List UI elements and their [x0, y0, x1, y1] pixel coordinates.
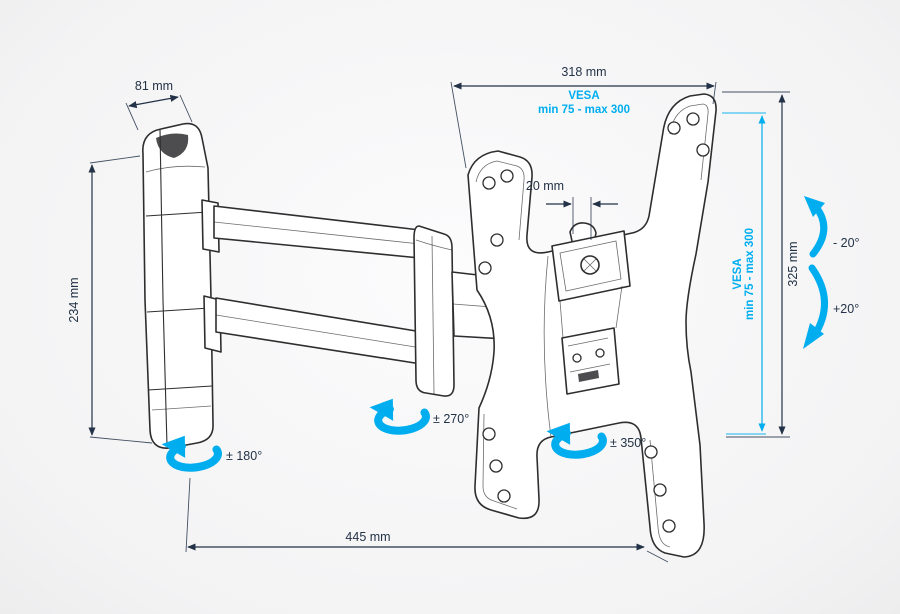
- wall-plate-height-label: 234 mm: [67, 277, 81, 322]
- plate-width-label: 318 mm: [561, 65, 606, 79]
- surface-detail-lines: [475, 103, 709, 548]
- mounting-hole: [662, 519, 676, 533]
- dim-reach: 445 mm: [185, 477, 669, 563]
- tilt-down-label: +20°: [833, 302, 859, 316]
- swivel-elbow-arrow: [369, 395, 427, 433]
- bracket-hole: [572, 353, 582, 363]
- bracket-hole: [595, 348, 605, 358]
- plate-height-label: 325 mm: [786, 241, 800, 286]
- arm-upper-link: [213, 205, 421, 259]
- tilt-head-bracket: [551, 230, 631, 302]
- swivel-base-label: ± 180°: [226, 449, 262, 463]
- mounting-hole: [497, 489, 511, 503]
- wall-plate: [142, 122, 222, 449]
- swivel-plate-label: ± 350°: [610, 436, 646, 450]
- elbow-joint: [413, 225, 455, 397]
- dim-arm-depth: 81 mm: [125, 79, 193, 131]
- bracket-slot: [578, 370, 599, 382]
- vesa-height-label-2: min 75 - max 300: [744, 228, 756, 320]
- mounting-hole: [482, 176, 496, 190]
- mounting-hole: [478, 261, 492, 275]
- reach-label: 445 mm: [345, 530, 390, 544]
- dim-plate-height: 325 mm: [722, 91, 800, 438]
- dim-vesa-height: VESA min 75 - max 300: [722, 112, 766, 435]
- center-offset-label: 20 mm: [526, 179, 564, 193]
- wall-plate-slot: [156, 133, 189, 158]
- mounting-hole: [482, 427, 496, 441]
- lower-bracket: [561, 327, 620, 395]
- mounting-hole: [644, 445, 658, 459]
- vesa-height-label-1: VESA: [732, 258, 744, 289]
- mounting-hole: [686, 112, 700, 126]
- mounting-hole: [696, 143, 710, 157]
- mounting-hole: [489, 459, 503, 473]
- arm-lower-link: [215, 297, 435, 367]
- vesa-plate: [467, 93, 717, 558]
- mounting-hole: [490, 233, 504, 247]
- mounting-hole: [667, 121, 681, 135]
- arm-depth-label: 81 mm: [135, 79, 173, 93]
- tilt-up-label: - 20°: [833, 236, 860, 250]
- mounting-hole: [653, 483, 667, 497]
- tilt-down-arrow: [803, 264, 828, 349]
- vesa-width-label-2: min 75 - max 300: [538, 104, 630, 116]
- mounting-hole: [500, 169, 514, 183]
- mounting-holes: [478, 112, 710, 533]
- tilt-up-arrow: [804, 196, 828, 258]
- surface-detail-lines: [145, 128, 213, 447]
- dim-center-offset: 20 mm: [526, 179, 618, 240]
- vesa-width-label-1: VESA: [568, 90, 599, 102]
- dim-plate-width: 318 mm VESA min 75 - max 300: [450, 65, 717, 169]
- swivel-elbow-label: ± 270°: [433, 412, 469, 426]
- dim-wall-plate-height: 234 mm: [67, 155, 153, 444]
